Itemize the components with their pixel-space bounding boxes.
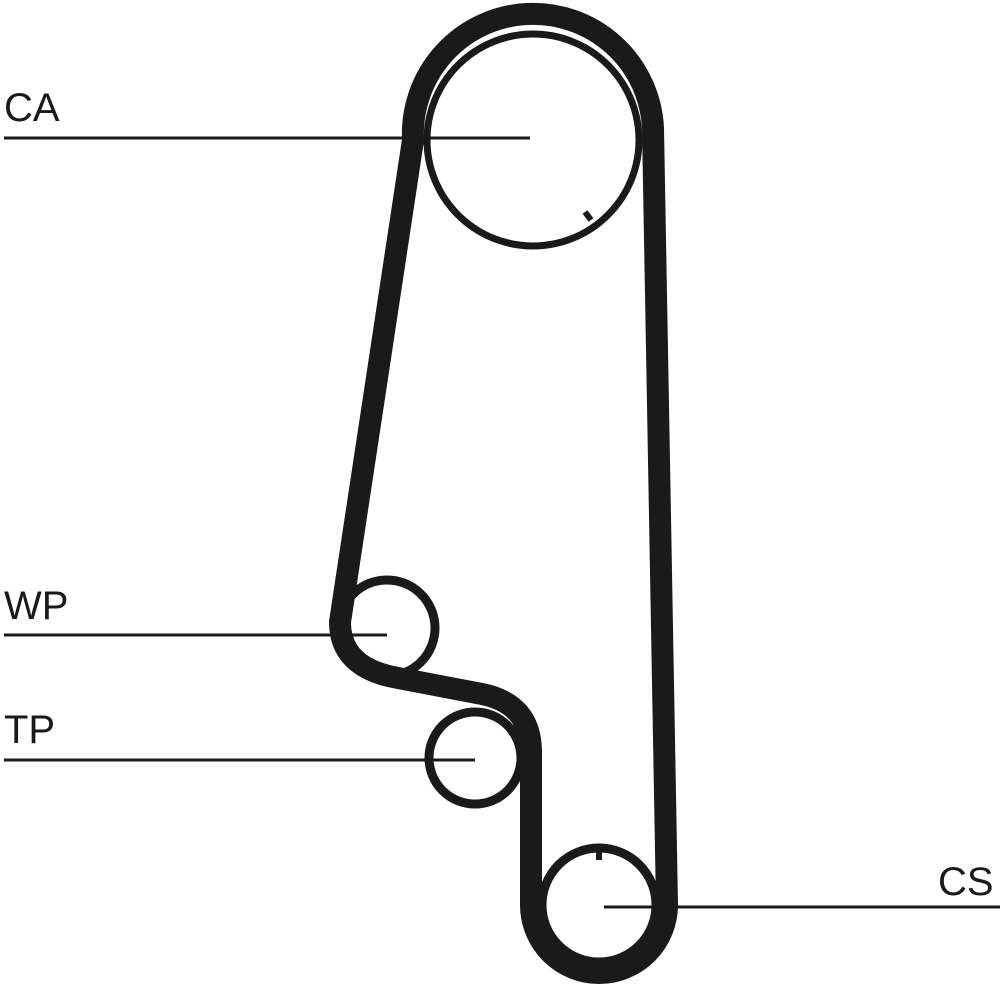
label-water-pump: WP	[4, 584, 69, 628]
cam-timing-mark	[582, 210, 594, 222]
timing-belt	[329, 2, 678, 984]
water-pump-pulley	[334, 575, 440, 681]
crankshaft-pulley	[537, 843, 661, 967]
cam-pulley	[423, 30, 643, 250]
label-crankshaft: CS	[938, 860, 994, 904]
label-cam: CA	[4, 86, 60, 130]
tensioner-pulley	[424, 707, 526, 809]
label-tensioner: TP	[4, 708, 56, 752]
